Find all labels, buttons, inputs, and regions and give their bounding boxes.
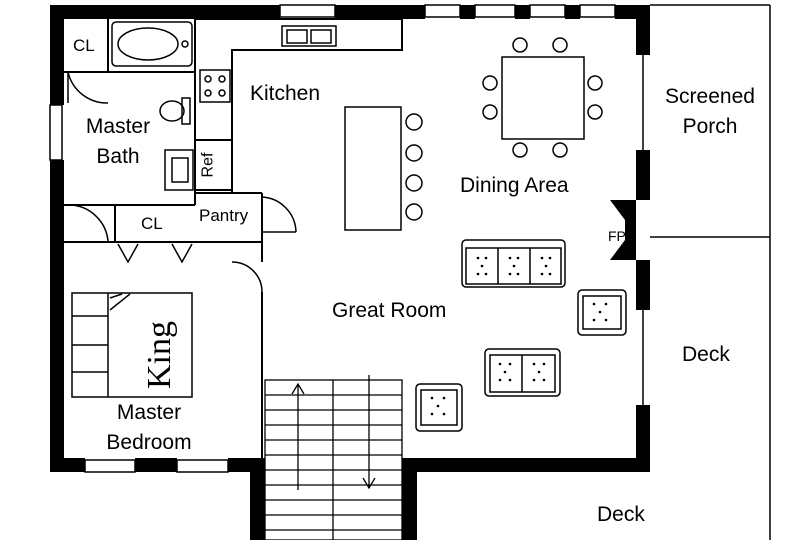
upholstery-dots: [430, 256, 608, 416]
fireplace-label: FP: [608, 228, 626, 244]
closet-mid-label: CL: [141, 214, 163, 233]
exterior-walls: [50, 5, 650, 540]
stairs: [264, 375, 403, 540]
screened-porch-label: Screened Porch: [652, 82, 768, 142]
closet-top-label: CL: [73, 36, 95, 55]
master-bedroom-label-line2: Bedroom: [106, 431, 192, 454]
door-swings: [67, 71, 297, 293]
deck-bottom-label: Deck: [597, 503, 645, 526]
screened-porch-label-line1: Screened: [665, 85, 755, 108]
master-bedroom-label-line1: Master: [116, 401, 182, 424]
dining-area-label: Dining Area: [460, 174, 569, 197]
pantry-label: Pantry: [199, 206, 249, 225]
master-bath-label-line1: Master: [85, 115, 151, 138]
fireplace-shape: [610, 200, 636, 260]
great-room-label: Great Room: [332, 299, 447, 322]
master-bedroom-label: Master Bedroom: [94, 398, 204, 458]
kitchen-label: Kitchen: [250, 82, 321, 105]
ref-label: Ref: [199, 152, 217, 178]
window-outlines: [49, 4, 616, 473]
fixtures: [71, 4, 771, 540]
master-bath-label: Master Bath: [72, 112, 164, 172]
screened-porch-label-line2: Porch: [682, 115, 738, 138]
deck-right-label: Deck: [682, 343, 730, 366]
king-bed-label: King: [141, 321, 178, 389]
interior-walls: [64, 18, 403, 458]
master-bath-label-line2: Bath: [96, 145, 140, 168]
